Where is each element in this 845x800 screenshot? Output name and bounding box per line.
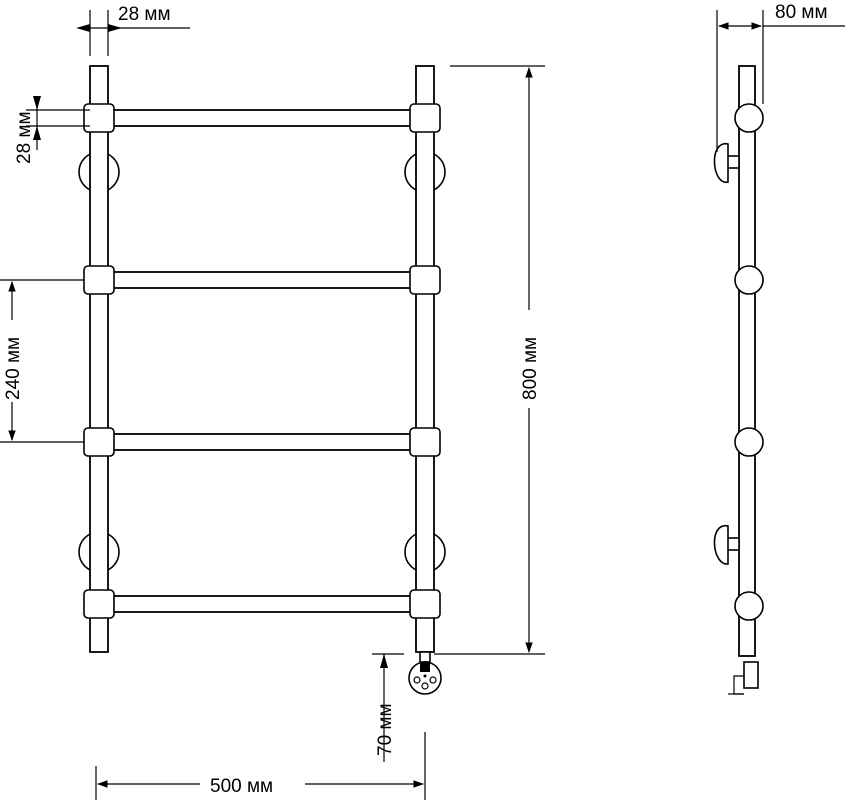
horizontal-bar-3	[107, 433, 417, 451]
horizontal-bar-2	[107, 271, 417, 289]
dimension-bar-thickness: 28 мм	[14, 96, 90, 164]
dim-label-pipe-diameter: 28 мм	[118, 4, 171, 25]
dimension-wall-depth: 80 мм	[716, 2, 845, 152]
horizontal-bar-1	[107, 109, 417, 127]
dimension-total-width: 500 мм	[95, 732, 426, 800]
pipe-joint	[409, 103, 441, 133]
dimension-heater-offset: 70 мм	[372, 653, 404, 762]
dim-label-bar-spacing: 240 мм	[3, 337, 24, 400]
side-bar-end	[734, 103, 764, 133]
left-vertical-pipe	[89, 65, 109, 653]
dim-label-wall-depth: 80 мм	[775, 2, 828, 23]
front-view: 28 мм 28 мм 240 мм 800 мм	[0, 4, 545, 800]
heater-element-icon	[408, 651, 442, 695]
dimension-pipe-diameter: 28 мм	[76, 4, 190, 56]
dim-label-total-height: 800 мм	[520, 337, 541, 400]
dim-label-heater-offset: 70 мм	[375, 703, 396, 756]
side-bar-ends	[734, 103, 764, 621]
side-heater-connector-icon	[728, 661, 759, 695]
pipe-joint	[409, 589, 441, 619]
side-bar-end	[734, 265, 764, 295]
right-vertical-pipe	[415, 65, 435, 653]
side-wall-bracket-top	[713, 143, 740, 183]
horizontal-bar-4	[107, 595, 417, 613]
side-view: 80 мм	[713, 2, 845, 695]
horizontal-bars	[107, 109, 417, 613]
side-bar-end	[734, 591, 764, 621]
dimension-bar-spacing: 240 мм	[0, 279, 84, 443]
dim-label-total-width: 500 мм	[210, 776, 273, 797]
dimension-total-height: 800 мм	[434, 65, 545, 655]
dim-label-bar-thickness: 28 мм	[14, 111, 35, 164]
pipe-joint	[83, 103, 115, 133]
pipe-joint	[409, 427, 441, 457]
side-wall-bracket-bottom	[713, 525, 740, 565]
side-vertical-pipe	[738, 65, 756, 657]
pipe-joints	[83, 103, 441, 619]
side-bar-end	[734, 427, 764, 457]
pipe-joint	[409, 265, 441, 295]
pipe-joint	[83, 589, 115, 619]
pipe-joint	[83, 427, 115, 457]
pipe-joint	[83, 265, 115, 295]
